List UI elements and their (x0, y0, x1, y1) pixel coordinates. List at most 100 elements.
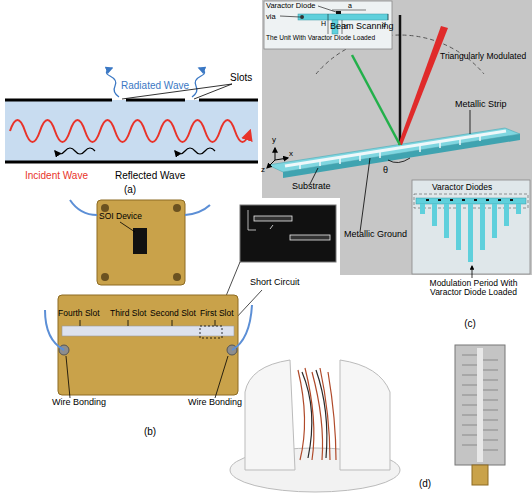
sma-connector (472, 465, 488, 485)
part-label: Substrate (292, 182, 331, 192)
wave-label: Reflected Wave (115, 170, 185, 181)
panel-label: (d) (419, 478, 431, 489)
dimension-line (332, 10, 366, 11)
leader-line (80, 320, 215, 326)
dimension-label: a (348, 2, 352, 10)
part-label: Varactor Diodes (432, 183, 492, 192)
part-label: Metallic Ground (344, 230, 410, 240)
part-label: Metallic Strip (455, 100, 507, 110)
leader-line (318, 6, 336, 12)
beam-label: Beam Scanning (330, 22, 394, 32)
beam-green (352, 55, 400, 145)
beam-black (399, 15, 402, 145)
micrograph-line (270, 225, 273, 229)
leader-line (360, 158, 370, 232)
reflected-wave (55, 148, 95, 154)
radiated-wave (192, 68, 205, 97)
leader-line (120, 222, 135, 232)
inset-caption: The Unit With Varactor Diode Loaded (266, 34, 390, 41)
inset-box: Varactor Diodes (412, 180, 530, 274)
waveguide-wall (126, 99, 185, 102)
slot-label: Third Slot (110, 309, 146, 318)
slot-label: Fourth Slot (58, 309, 100, 318)
period-stub (516, 204, 521, 214)
period-stub (492, 204, 497, 238)
radiated-wave (106, 68, 119, 97)
part-label: SOI Device (99, 212, 142, 221)
waveguide-body (5, 100, 258, 162)
antenna-strip (477, 348, 483, 462)
cable-bundle (298, 368, 336, 460)
incident-wave (10, 120, 250, 142)
part-label: Wire Bonding (52, 398, 106, 408)
slot-strip (62, 326, 234, 336)
axis-label: z (261, 166, 265, 175)
panel-label: (a) (124, 184, 136, 195)
slot-label: First Slot (200, 309, 234, 318)
part-label: Short Circuit (250, 278, 300, 288)
screw-hole (101, 273, 109, 281)
axis-x (275, 158, 288, 160)
panel-label: (b) (144, 426, 156, 437)
micrograph-line (248, 210, 256, 230)
axis-label: y (272, 136, 276, 145)
period-stub (420, 204, 425, 214)
period-stub (432, 204, 437, 226)
angle-arc (388, 158, 410, 163)
wave-label: Incident Wave (25, 170, 88, 181)
wave-label: Radiated Wave (121, 80, 189, 91)
slot-label: Second Slot (150, 309, 196, 318)
period-stub (456, 204, 461, 250)
inset-frame (412, 180, 530, 274)
part-label: Wire Bonding (188, 398, 242, 408)
part-label: via (266, 13, 276, 21)
panel-label: (c) (464, 318, 476, 329)
screw-hole (101, 204, 109, 212)
micrograph-slot (254, 216, 292, 221)
beam-red (398, 26, 448, 145)
period-stub (444, 204, 449, 238)
waveguide-wall (199, 99, 258, 102)
period-label: Modulation Period With Varactor Diode Lo… (415, 279, 532, 298)
varactor-diode-symbol (426, 199, 513, 201)
cable-bundle (302, 370, 327, 458)
screw-hole (173, 204, 181, 212)
screw (59, 345, 69, 355)
unit-strip (298, 14, 388, 20)
axis-label: x (289, 150, 293, 159)
strip-stubs (300, 136, 480, 169)
beam-label: Triangularly Modulated (440, 52, 528, 61)
dimension-line (328, 14, 329, 34)
shell (245, 360, 295, 470)
varactor-diode-symbol (336, 11, 341, 14)
axis-z (267, 160, 275, 168)
antenna-board (455, 345, 505, 465)
micrograph-inset (240, 205, 336, 262)
via-symbol (300, 15, 304, 19)
period-strip (416, 198, 526, 204)
waveguide-wall (5, 99, 112, 102)
waveguide-wall (5, 161, 258, 164)
period-stub (504, 204, 509, 226)
period-stub (480, 204, 485, 250)
part-label: Varactor Diode (266, 2, 315, 10)
angle-label: θ (383, 166, 388, 176)
waveguide-flange-photo (97, 200, 185, 285)
shell (340, 360, 390, 470)
part-label: Slots (230, 72, 252, 83)
axis-y (275, 148, 276, 160)
period-stub (468, 204, 473, 262)
bias-wire (45, 305, 252, 350)
antenna-stubs (462, 355, 498, 450)
short-circuit-box (200, 326, 222, 338)
dimension-line (388, 14, 389, 20)
waveguide-photo (58, 295, 238, 395)
screw-hole (173, 273, 181, 281)
dimension-label: H (321, 20, 326, 28)
reflected-wave (175, 148, 215, 154)
leader-line (470, 110, 471, 134)
leader-line (66, 356, 70, 398)
leader-arrow (472, 266, 473, 278)
